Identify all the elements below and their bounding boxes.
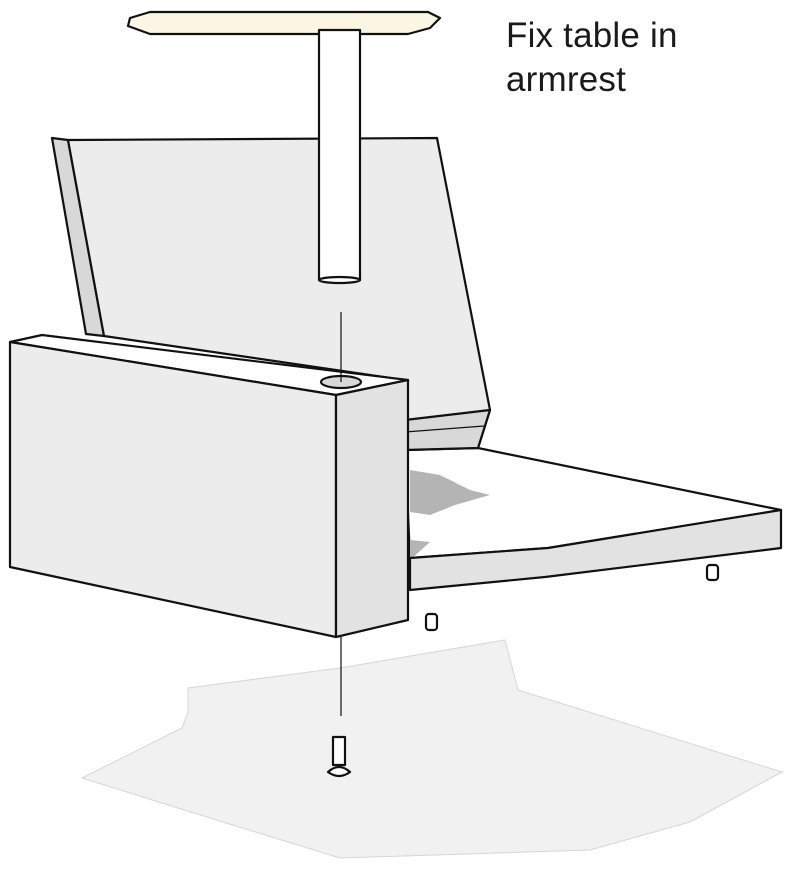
sofa-foot <box>426 614 437 630</box>
sofa-foot <box>707 565 718 580</box>
floor-shadow <box>82 640 782 858</box>
instruction-line-1: Fix table in <box>506 14 786 58</box>
seat-base <box>405 448 781 630</box>
instruction-text: Fix table in armrest <box>506 14 786 102</box>
instruction-line-2: armrest <box>506 58 786 102</box>
armrest <box>10 335 408 637</box>
table-pole <box>319 30 360 280</box>
